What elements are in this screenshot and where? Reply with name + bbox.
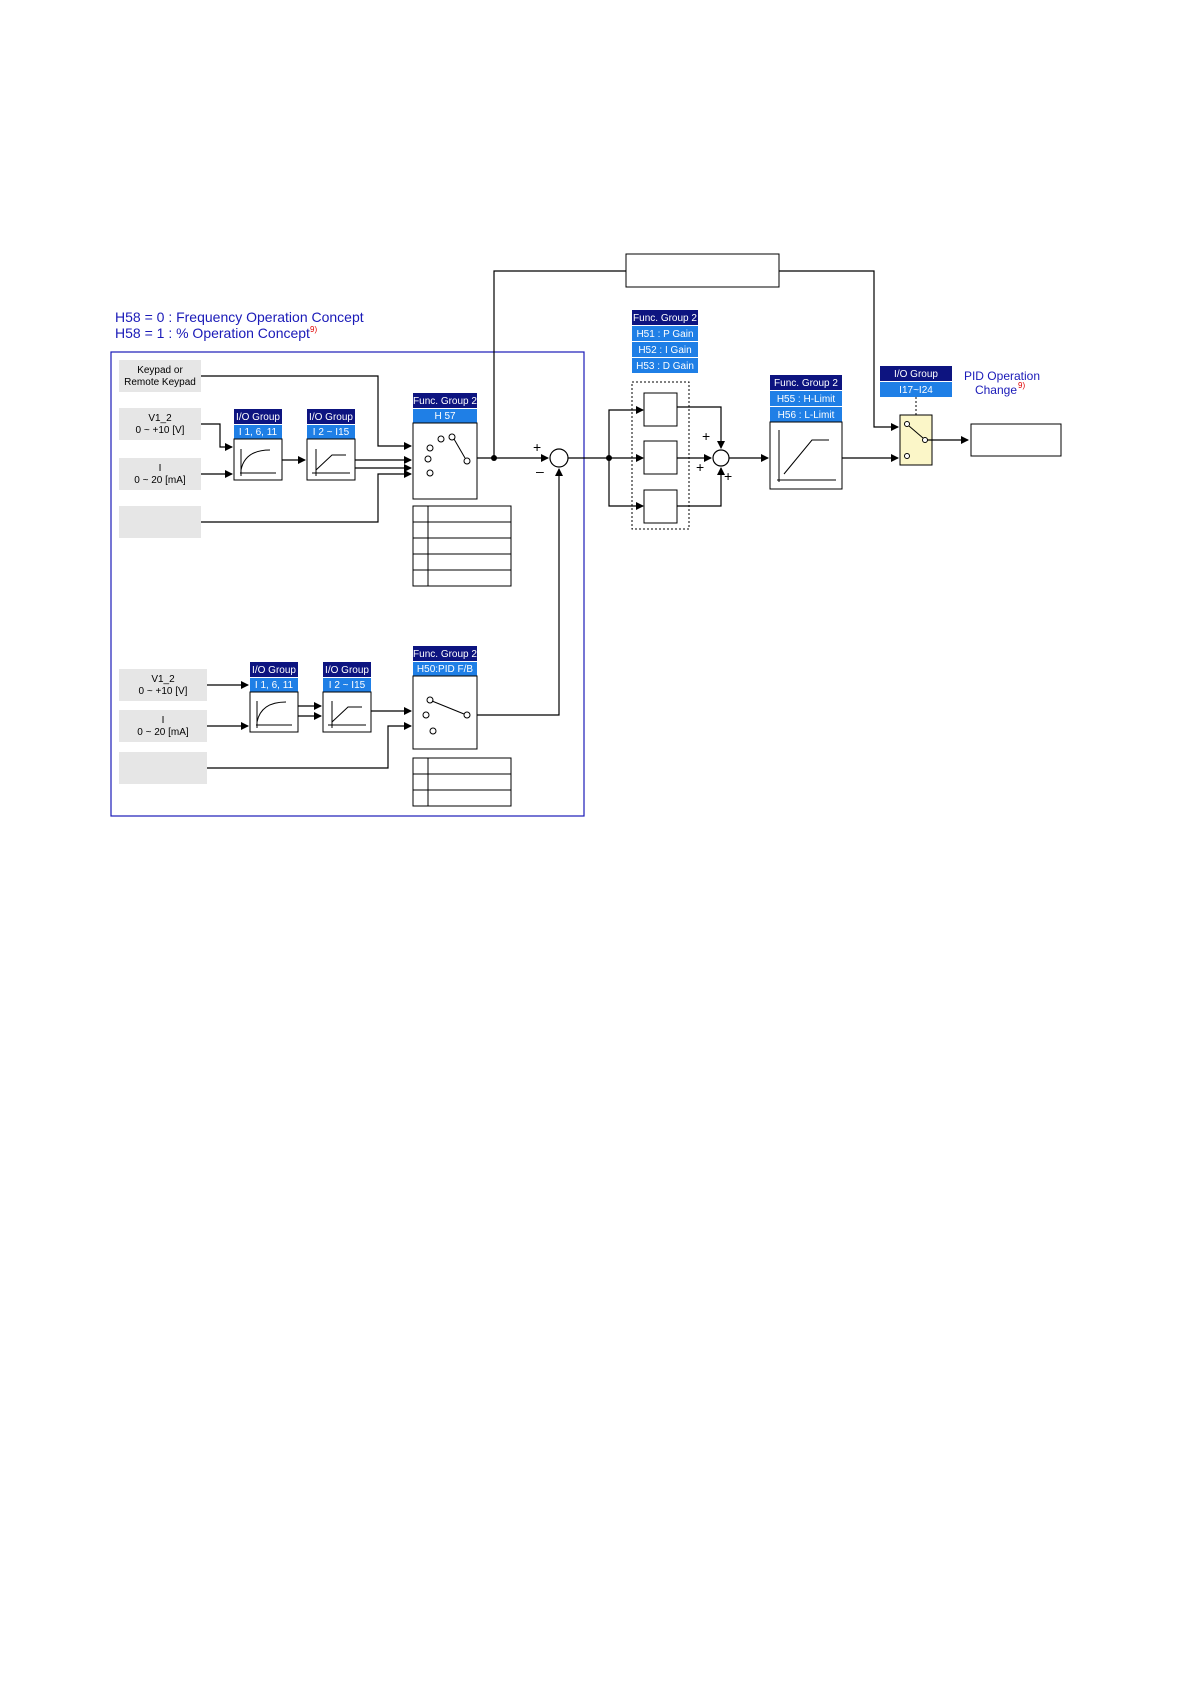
p-gain-block (643, 392, 678, 427)
pid-sum-plus-d: + (724, 468, 732, 484)
svg-text:H 57: H 57 (434, 411, 456, 422)
keypad-source (119, 360, 201, 392)
sum-minus-sign: – (536, 463, 544, 479)
error-summing-junction (549, 448, 569, 468)
svg-text:H50:PID F/B: H50:PID F/B (417, 664, 473, 675)
i-gain-block (643, 440, 678, 475)
pid-change-header: I/O Group I17~I24 (880, 366, 952, 397)
io-scale-top-block: I/O Group I 2 ~ I15 (306, 409, 356, 481)
pid-gains-dotted-frame (631, 381, 690, 530)
i-top-source-line-1: I (159, 463, 162, 474)
fb-select-block: Func. Group 2 H50:PID F/B (412, 646, 478, 750)
svg-text:I17~I24: I17~I24 (899, 385, 933, 396)
svg-text:Func. Group 2: Func. Group 2 (413, 649, 477, 660)
v1-bottom-source-line-2: 0 ~ +10 [V] (139, 686, 188, 697)
svg-text:I 2 ~ I15: I 2 ~ I15 (329, 680, 366, 691)
d-gain-block (643, 489, 678, 524)
i-bottom-source-line-2: 0 ~ 20 [mA] (137, 727, 189, 738)
keypad-source-line-1: Keypad or (137, 365, 183, 376)
pid-sum-plus-p: + (702, 428, 710, 444)
i-bottom-source-line-1: I (162, 715, 165, 726)
pid-summing-junction (712, 449, 730, 467)
svg-text:I 2 ~ I15: I 2 ~ I15 (313, 427, 350, 438)
i-bottom-source (119, 710, 207, 742)
svg-text:H51 : P Gain: H51 : P Gain (636, 329, 693, 340)
svg-text:I/O Group: I/O Group (309, 412, 353, 423)
svg-text:I 1, 6, 11: I 1, 6, 11 (255, 680, 294, 691)
gains-header: Func. Group 2 H51 : P Gain H52 : I Gain … (632, 310, 698, 373)
io-filter-top-block: I/O Group I 1, 6, 11 (233, 409, 283, 481)
ref-select-block: Func. Group 2 H 57 (412, 393, 478, 500)
pid-change-label-2: Change (975, 383, 1017, 397)
pid-change-label-note: 9) (1018, 381, 1025, 390)
svg-text:H52 : I Gain: H52 : I Gain (638, 345, 691, 356)
ref-select-table (412, 505, 512, 587)
svg-text:I 1, 6, 11: I 1, 6, 11 (239, 427, 278, 438)
io-filter-bottom-block: I/O Group I 1, 6, 11 (249, 662, 299, 733)
svg-text:I/O Group: I/O Group (236, 412, 280, 423)
output-box (970, 423, 1062, 457)
svg-text:H56 : L-Limit: H56 : L-Limit (778, 410, 835, 421)
svg-text:I/O Group: I/O Group (894, 369, 938, 380)
concept-frame (110, 351, 585, 817)
svg-text:Func. Group 2: Func. Group 2 (413, 396, 477, 407)
fb-select-table (412, 757, 512, 807)
svg-text:Func. Group 2: Func. Group 2 (633, 313, 697, 324)
v1-bottom-source-line-1: V1_2 (151, 674, 175, 685)
svg-text:I/O Group: I/O Group (325, 665, 369, 676)
svg-text:I/O Group: I/O Group (252, 665, 296, 676)
blank-top-source (119, 506, 201, 538)
io-scale-bottom-block: I/O Group I 2 ~ I15 (322, 662, 372, 733)
pid-change-label-1: PID Operation (964, 369, 1040, 383)
legend-line-2: H58 = 1 : % Operation Concept (115, 325, 310, 341)
pid-sum-plus-i: + (696, 459, 704, 475)
limit-block: Func. Group 2 H55 : H-Limit H56 : L-Limi… (769, 375, 843, 490)
legend-line-1: H58 = 0 : Frequency Operation Concept (115, 309, 364, 325)
svg-text:H53 : D Gain: H53 : D Gain (636, 361, 694, 372)
sum-plus-sign: + (533, 439, 541, 455)
legend-line-2-note: 9) (310, 325, 317, 334)
bypass-box (625, 253, 780, 288)
keypad-source-line-2: Remote Keypad (124, 377, 196, 388)
v1-top-source-line-2: 0 ~ +10 [V] (136, 425, 185, 436)
svg-text:H55 : H-Limit: H55 : H-Limit (777, 394, 836, 405)
v1-top-source (119, 408, 201, 440)
i-top-source (119, 458, 201, 490)
v1-top-source-line-1: V1_2 (148, 413, 172, 424)
svg-text:Func. Group 2: Func. Group 2 (774, 378, 838, 389)
blank-bottom-source (119, 752, 207, 784)
v1-bottom-source (119, 669, 207, 701)
i-top-source-line-2: 0 ~ 20 [mA] (134, 475, 186, 486)
